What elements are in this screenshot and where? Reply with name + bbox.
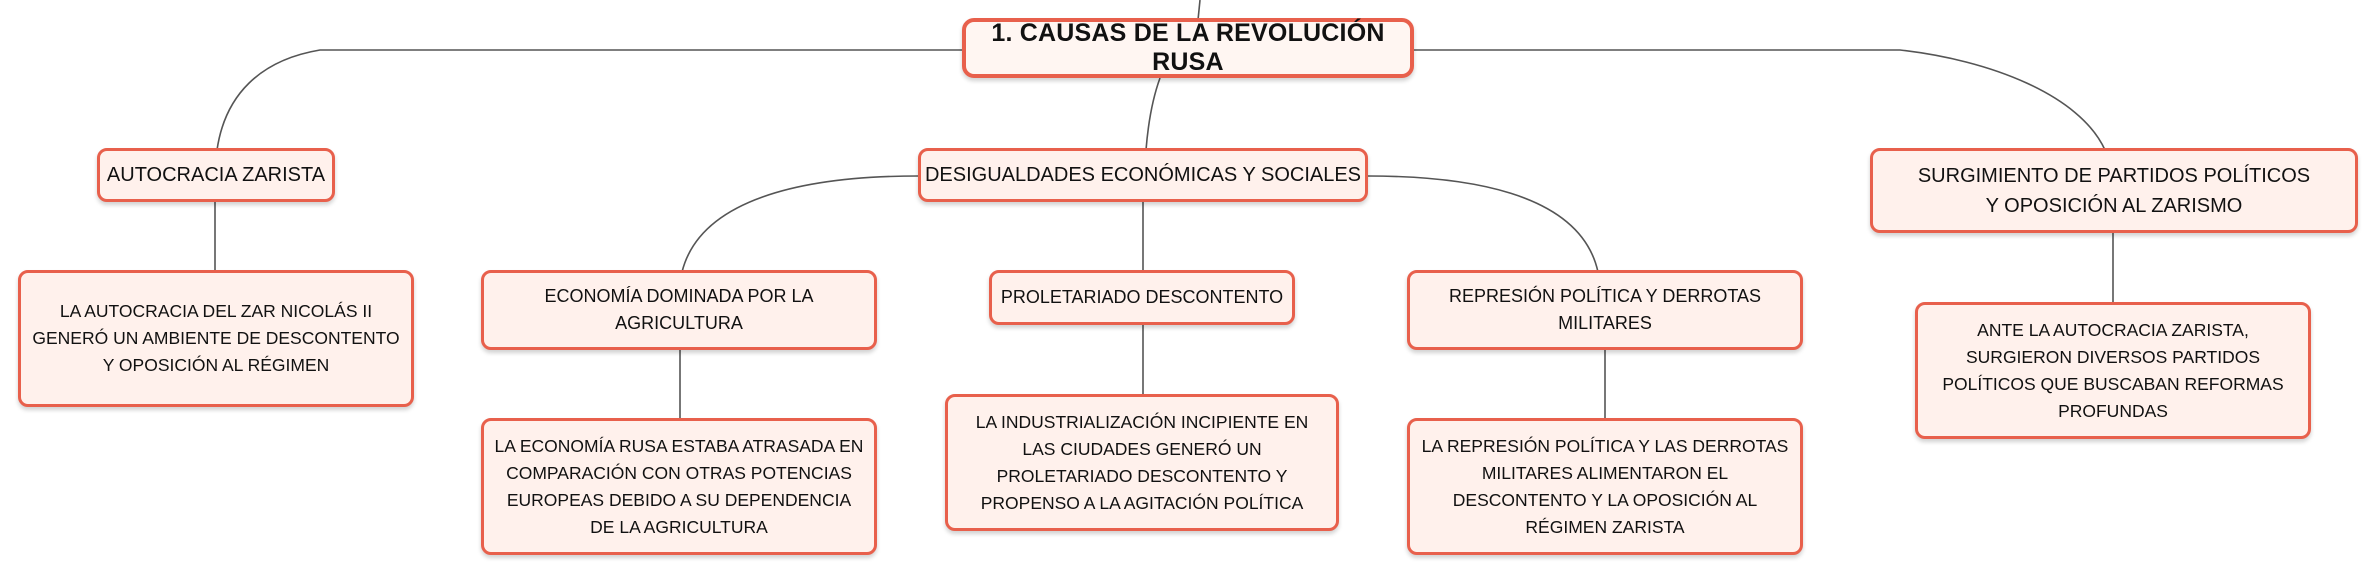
topic-autocracia-zarista-label: AUTOCRACIA ZARISTA [106, 164, 326, 186]
topic-surgimiento-partidos[interactable]: SURGIMIENTO DE PARTIDOS POLÍTICOS Y OPOS… [1870, 148, 2358, 233]
detail-represion[interactable]: LA REPRESIÓN POLÍTICA Y LAS DERROTAS MIL… [1407, 418, 1803, 555]
subtopic-economia-agricultura[interactable]: ECONOMÍA DOMINADA POR LA AGRICULTURA [481, 270, 877, 350]
root-topic-label: 1. CAUSAS DE LA REVOLUCIÓN RUSA [991, 19, 1385, 76]
detail-proletariado-text: LA INDUSTRIALIZACIÓN INCIPIENTE EN LAS C… [975, 411, 1309, 513]
detail-proletariado[interactable]: LA INDUSTRIALIZACIÓN INCIPIENTE EN LAS C… [945, 394, 1339, 531]
root-topic[interactable]: 1. CAUSAS DE LA REVOLUCIÓN RUSA [962, 18, 1414, 78]
topic-surgimiento-partidos-label: SURGIMIENTO DE PARTIDOS POLÍTICOS Y OPOS… [1917, 164, 2311, 217]
topic-desigualdades[interactable]: DESIGUALDADES ECONÓMICAS Y SOCIALES [918, 148, 1368, 202]
detail-economia[interactable]: LA ECONOMÍA RUSA ESTABA ATRASADA EN COMP… [481, 418, 877, 555]
detail-surgimiento-text: ANTE LA AUTOCRACIA ZARISTA, SURGIERON DI… [1942, 319, 2284, 421]
detail-represion-text: LA REPRESIÓN POLÍTICA Y LAS DERROTAS MIL… [1421, 435, 1789, 537]
detail-autocracia-text: LA AUTOCRACIA DEL ZAR NICOLÁS II GENERÓ … [32, 301, 400, 375]
topic-desigualdades-label: DESIGUALDADES ECONÓMICAS Y SOCIALES [924, 164, 1362, 186]
subtopic-economia-agricultura-label: ECONOMÍA DOMINADA POR LA AGRICULTURA [544, 286, 814, 333]
detail-economia-text: LA ECONOMÍA RUSA ESTABA ATRASADA EN COMP… [494, 435, 864, 537]
detail-autocracia[interactable]: LA AUTOCRACIA DEL ZAR NICOLÁS II GENERÓ … [18, 270, 414, 407]
detail-surgimiento[interactable]: ANTE LA AUTOCRACIA ZARISTA, SURGIERON DI… [1915, 302, 2311, 439]
subtopic-represion[interactable]: REPRESIÓN POLÍTICA Y DERROTAS MILITARES [1407, 270, 1803, 350]
subtopic-proletariado[interactable]: PROLETARIADO DESCONTENTO [989, 270, 1295, 325]
subtopic-represion-label: REPRESIÓN POLÍTICA Y DERROTAS MILITARES [1448, 286, 1762, 333]
subtopic-proletariado-label: PROLETARIADO DESCONTENTO [1000, 287, 1284, 307]
topic-autocracia-zarista[interactable]: AUTOCRACIA ZARISTA [97, 148, 335, 202]
